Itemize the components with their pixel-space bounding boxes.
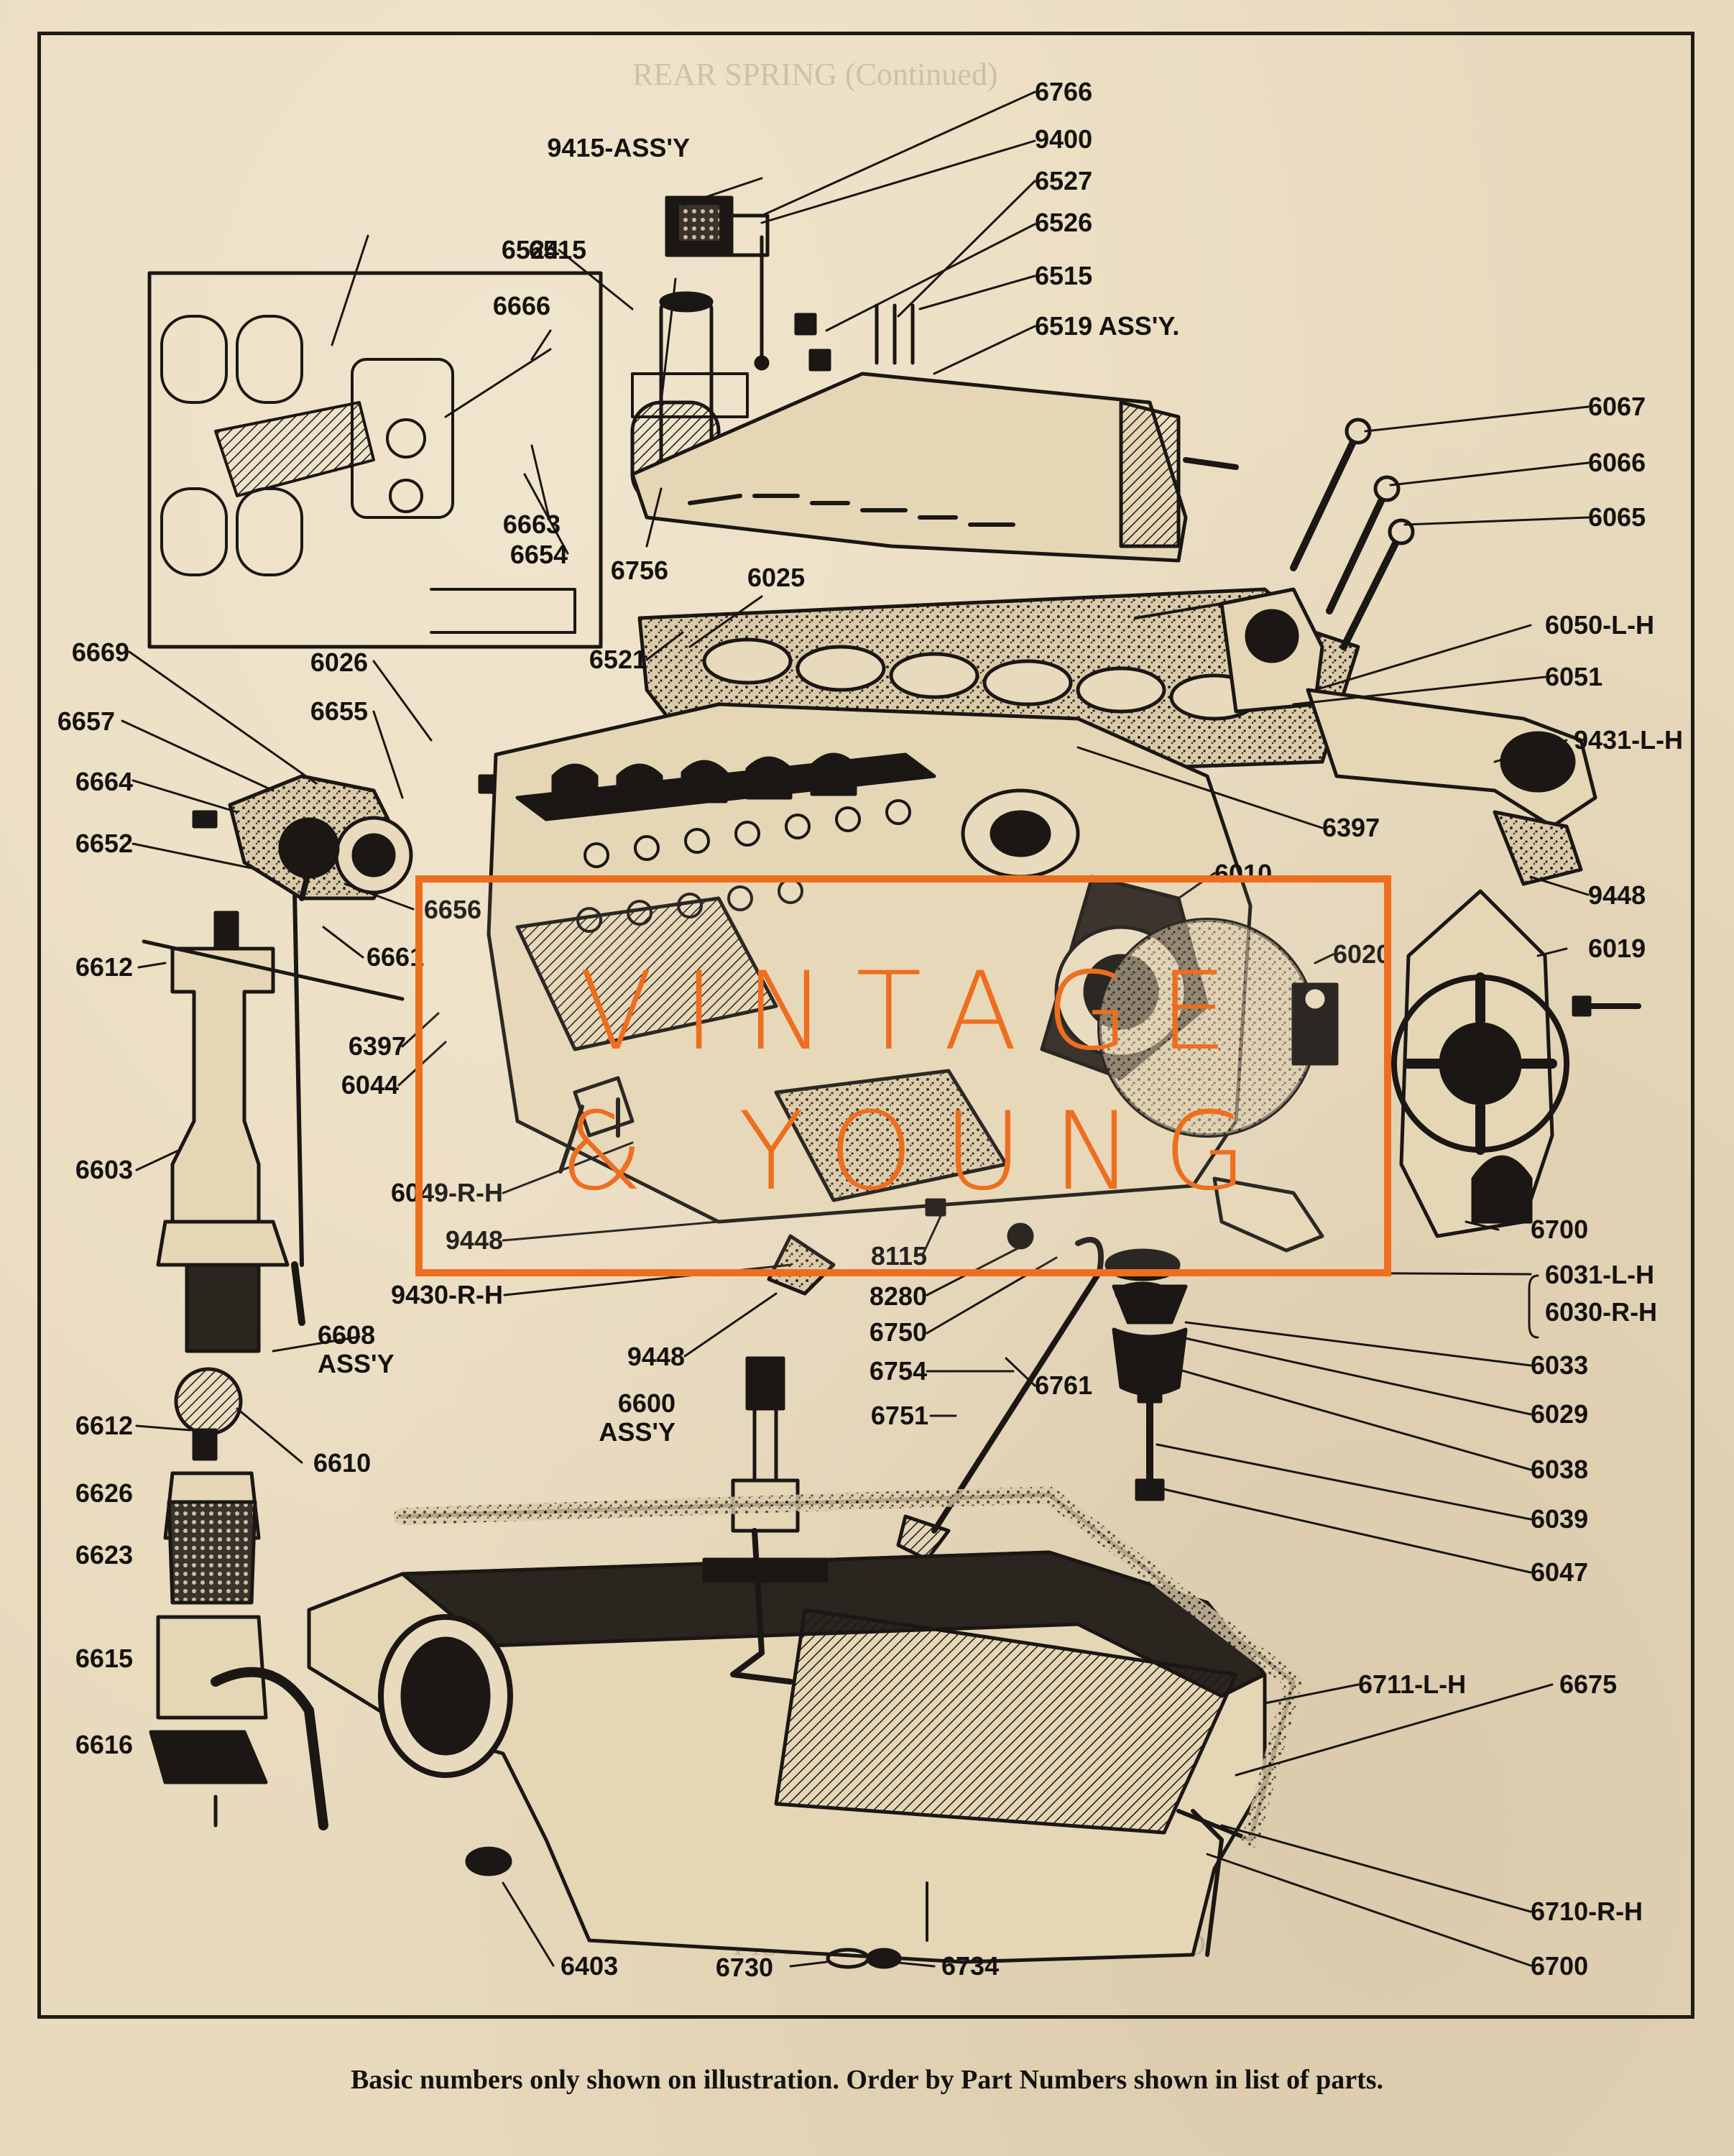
bleed-through-heading-top: REAR SPRING (Continued) — [632, 57, 998, 92]
callout-label: 9430-R-H — [390, 1280, 503, 1309]
callout-label: 6397 — [1322, 813, 1380, 842]
vintage-young-watermark: VINTAGE & YOUNG — [415, 875, 1391, 1276]
diagram-caption: Basic numbers only shown on illustration… — [350, 2065, 1384, 2095]
callout-label: 9448 — [627, 1342, 685, 1371]
callout-label: 6521 — [589, 645, 647, 674]
callout-label: 6700 — [1531, 1951, 1589, 1981]
callout-label: 6751 — [870, 1401, 928, 1430]
callout-label: 6019 — [1588, 934, 1646, 963]
leader-lines — [121, 91, 1590, 1968]
callout-label: 6610 — [313, 1448, 372, 1478]
callout-label: 6661 — [366, 942, 425, 972]
callout-label: 6038 — [1531, 1455, 1589, 1484]
callout-label: 6700 — [1531, 1215, 1589, 1244]
callout-label: 6030-R-H — [1545, 1297, 1658, 1327]
callout-label: 9448 — [1588, 880, 1646, 910]
callout-label: 6025 — [747, 563, 806, 592]
callout-label: 6754 — [869, 1356, 927, 1386]
callout-label: 6020 — [1333, 939, 1391, 969]
callout-label: 6615 — [75, 1644, 133, 1673]
callout-label: 6766 — [1035, 77, 1093, 106]
callout-label: 6730 — [715, 1953, 773, 1982]
callout-label: 6626 — [75, 1478, 133, 1508]
water-pump-bracket — [630, 372, 1188, 563]
callout-label: 6666 — [492, 291, 550, 321]
callout-label: 6710-R-H — [1531, 1897, 1643, 1926]
callout-label: 6029 — [1531, 1399, 1589, 1429]
callout-label: 6049-R-H — [390, 1178, 503, 1207]
timing-gear-cover — [1391, 889, 1641, 1238]
callout-label: 6756 — [610, 556, 668, 585]
callout-label: ASS'Y — [599, 1417, 675, 1447]
callout-label: 6750 — [869, 1317, 927, 1347]
callout-label: 6515 — [528, 235, 586, 264]
oil-pump-driveshaft — [702, 1528, 829, 1685]
callout-label: 8115 — [870, 1241, 927, 1271]
callout-label: 6761 — [1035, 1370, 1093, 1400]
callout-label: 6067 — [1588, 392, 1646, 421]
callout-label: 6051 — [1545, 662, 1603, 691]
watermark-line-2: & YOUNG — [559, 1089, 1278, 1215]
oil-pump-assembly — [142, 889, 405, 1830]
watermark-line-1: VINTAGE — [578, 949, 1258, 1074]
inset-exhaust-ports — [160, 315, 576, 634]
callout-label: 6664 — [75, 767, 133, 796]
callout-label: 6044 — [341, 1070, 399, 1100]
callout-label: 6047 — [1531, 1557, 1589, 1587]
callout-label: 6519 ASS'Y. — [1035, 311, 1180, 341]
inset-detail-box — [147, 271, 603, 649]
callout-label: 6657 — [57, 706, 115, 736]
callout-label: 9431-L-H — [1574, 725, 1684, 755]
callout-label: 9400 — [1035, 124, 1093, 154]
callout-label: 6652 — [75, 829, 133, 858]
callout-label: 6608 — [318, 1320, 376, 1350]
callout-label: 6663 — [502, 510, 561, 539]
callout-label: 6711-L-H — [1358, 1669, 1467, 1699]
timing-cover-gasket — [1097, 918, 1339, 1138]
callout-label: ASS'Y — [318, 1349, 395, 1378]
callout-label: 6515 — [1035, 261, 1093, 290]
callout-label: 9415-ASS'Y — [547, 133, 690, 162]
callout-label: 6039 — [1531, 1504, 1589, 1534]
callout-label: 6675 — [1559, 1669, 1618, 1699]
callout-label: 6623 — [75, 1540, 133, 1570]
callout-label: 6600 — [617, 1388, 675, 1418]
callout-label: 6734 — [941, 1951, 1000, 1981]
callout-label: 6031-L-H — [1545, 1260, 1655, 1289]
oil-pump-gear-housing — [192, 774, 495, 901]
callout-label: 6403 — [561, 1951, 619, 1981]
callout-label: 6603 — [75, 1155, 133, 1184]
callout-label: 6655 — [310, 696, 368, 726]
callout-label: 9448 — [445, 1225, 503, 1255]
water-outlet-elbow — [1219, 587, 1597, 886]
callout-label: 6616 — [75, 1730, 133, 1759]
callout-label: 6033 — [1531, 1350, 1589, 1380]
callout-label: 6612 — [75, 1411, 133, 1440]
callout-label: 6050-L-H — [1545, 610, 1655, 640]
long-bolts — [1134, 418, 1415, 650]
callout-label: 6612 — [75, 952, 133, 982]
callout-label: 6526 — [1035, 208, 1093, 237]
callout-label: 8280 — [869, 1281, 927, 1311]
callout-label: 6669 — [71, 637, 129, 667]
oil-pan — [307, 1486, 1302, 1969]
callout-label: 6656 — [423, 895, 481, 924]
callout-label: 6397 — [348, 1031, 406, 1061]
diagram-frame — [37, 32, 1694, 2019]
callout-label: 6066 — [1588, 448, 1646, 477]
callout-label: 6026 — [310, 648, 368, 677]
callout-label: 6654 — [509, 540, 568, 569]
callout-label: 6524 — [501, 235, 559, 264]
callout-label: 6065 — [1588, 502, 1646, 532]
callout-label: 6527 — [1035, 166, 1093, 195]
